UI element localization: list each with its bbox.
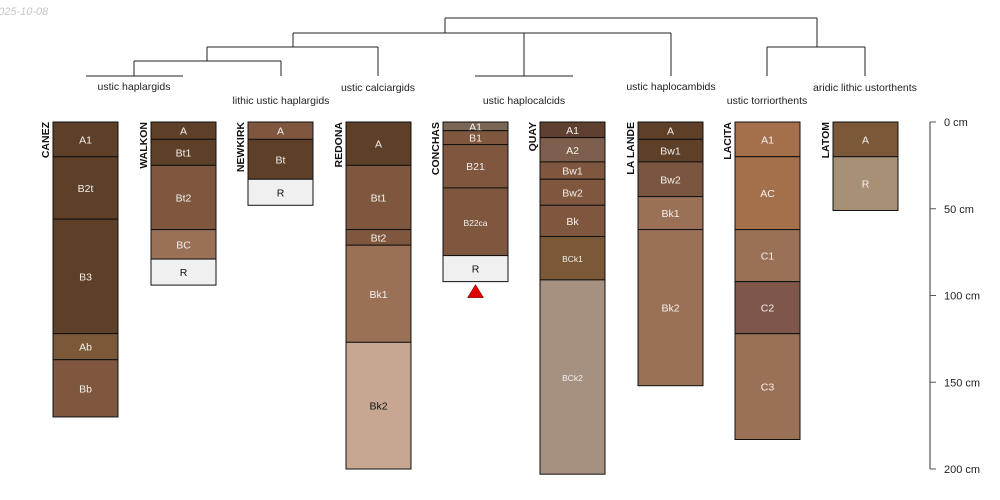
horizon-label: A1 bbox=[566, 125, 579, 137]
horizon-label: R bbox=[472, 264, 480, 276]
profile-name: CONCHAS bbox=[430, 122, 442, 175]
horizon-label: B22ca bbox=[463, 218, 487, 228]
date-stamp: 2025-10-08 bbox=[0, 6, 49, 18]
taxon-label: ustic haplocambids bbox=[626, 81, 715, 93]
horizon-a2 bbox=[539, 137, 606, 163]
horizon-bk2 bbox=[637, 229, 704, 387]
horizon-label: AC bbox=[760, 188, 775, 200]
horizon-label: B1 bbox=[469, 133, 482, 145]
horizon-label: A2 bbox=[566, 145, 579, 157]
horizon-b3 bbox=[52, 218, 119, 335]
horizon-c2 bbox=[734, 281, 801, 335]
profile-name: LACITA bbox=[722, 122, 734, 160]
horizon-r bbox=[247, 178, 314, 206]
horizon-label: Bt1 bbox=[176, 147, 192, 159]
profile-name: WALKON bbox=[138, 122, 150, 169]
horizon-label: BC bbox=[176, 239, 191, 251]
horizon-bw2 bbox=[637, 161, 704, 198]
horizon-label: B21 bbox=[466, 161, 485, 173]
horizon-bt1 bbox=[345, 164, 412, 231]
profile-name: LATOM bbox=[820, 122, 832, 159]
taxon-label: ustic haplocalcids bbox=[483, 95, 565, 107]
horizon-label: Bw2 bbox=[562, 187, 583, 199]
horizon-bc bbox=[150, 229, 217, 260]
taxon-label: ustic calciargids bbox=[341, 82, 415, 94]
horizon-label: A bbox=[862, 134, 869, 146]
horizon-label: Bw2 bbox=[660, 174, 681, 186]
horizon-bw2 bbox=[539, 178, 606, 206]
taxon-label: aridic lithic ustorthents bbox=[813, 82, 917, 94]
profile-name: NEWKIRK bbox=[235, 122, 247, 173]
horizon-bck1 bbox=[539, 236, 606, 281]
horizon-label: Bk1 bbox=[661, 208, 679, 220]
horizon-label: A bbox=[180, 126, 187, 138]
horizon-label: A bbox=[667, 126, 674, 138]
horizon-label: Bt2 bbox=[176, 192, 192, 204]
horizon-b21 bbox=[442, 144, 509, 189]
horizon-label: Bt bbox=[276, 154, 286, 166]
horizon-label: A bbox=[277, 126, 284, 138]
horizon-r bbox=[442, 255, 509, 283]
horizon-a bbox=[345, 121, 412, 166]
depth-tick-label: 100 cm bbox=[944, 291, 980, 303]
red-triangle-marker-icon bbox=[467, 284, 484, 298]
horizon-label: Bk2 bbox=[661, 303, 679, 315]
taxon-label: ustic haplargids bbox=[98, 81, 171, 93]
profile-name: REDONA bbox=[333, 122, 345, 168]
horizon-label: BCk2 bbox=[562, 373, 583, 383]
horizon-label: Bw1 bbox=[660, 146, 681, 158]
horizon-bt bbox=[247, 138, 314, 180]
horizon-label: R bbox=[180, 267, 188, 279]
horizon-r bbox=[150, 258, 217, 286]
horizon-label: R bbox=[862, 179, 870, 191]
horizon-label: Bk2 bbox=[369, 401, 387, 413]
horizon-label: A1 bbox=[761, 134, 774, 146]
depth-tick-label: 200 cm bbox=[944, 464, 980, 476]
horizon-label: Bw1 bbox=[562, 166, 583, 178]
horizon-label: C2 bbox=[761, 303, 775, 315]
horizon-ab bbox=[52, 333, 119, 361]
horizon-label: A1 bbox=[79, 134, 92, 146]
horizon-b2t bbox=[52, 156, 119, 220]
horizon-label: Bk1 bbox=[369, 289, 387, 301]
horizon-bk2 bbox=[345, 341, 412, 470]
horizon-c3 bbox=[734, 333, 801, 441]
horizon-label: B3 bbox=[79, 271, 92, 283]
horizon-label: Ab bbox=[79, 342, 92, 354]
horizon-label: Bk bbox=[566, 216, 579, 228]
horizon-b22ca bbox=[442, 187, 509, 257]
profile-name: CANEZ bbox=[40, 121, 52, 158]
depth-tick-label: 150 cm bbox=[944, 377, 980, 389]
horizon-bb bbox=[52, 359, 119, 418]
horizon-label: A bbox=[375, 139, 382, 151]
taxon-label: lithic ustic haplargids bbox=[233, 95, 330, 107]
horizon-label: C3 bbox=[761, 382, 775, 394]
horizon-label: Bt2 bbox=[371, 232, 387, 244]
horizon-label: C1 bbox=[761, 251, 775, 263]
profile-name: QUAY bbox=[527, 122, 539, 151]
depth-tick-label: 0 cm bbox=[944, 117, 968, 129]
horizon-bt1 bbox=[150, 138, 217, 166]
depth-tick-label: 50 cm bbox=[944, 204, 974, 216]
taxon-label: ustic torriorthents bbox=[727, 95, 808, 107]
horizon-c1 bbox=[734, 229, 801, 283]
horizon-label: BCk1 bbox=[562, 254, 583, 264]
horizon-r bbox=[832, 156, 899, 211]
horizon-bk bbox=[539, 204, 606, 238]
profile-name: LA LANDE bbox=[625, 122, 637, 175]
horizon-bck2 bbox=[539, 279, 606, 475]
horizon-label: R bbox=[277, 187, 285, 199]
horizon-bk1 bbox=[345, 244, 412, 343]
horizon-bk1 bbox=[637, 196, 704, 231]
horizon-label: B2t bbox=[78, 183, 94, 195]
horizon-a1 bbox=[734, 121, 801, 158]
horizon-label: Bt1 bbox=[371, 192, 387, 204]
horizon-bt2 bbox=[150, 164, 217, 231]
horizon-a1 bbox=[52, 121, 119, 158]
horizon-label: Bb bbox=[79, 383, 92, 395]
